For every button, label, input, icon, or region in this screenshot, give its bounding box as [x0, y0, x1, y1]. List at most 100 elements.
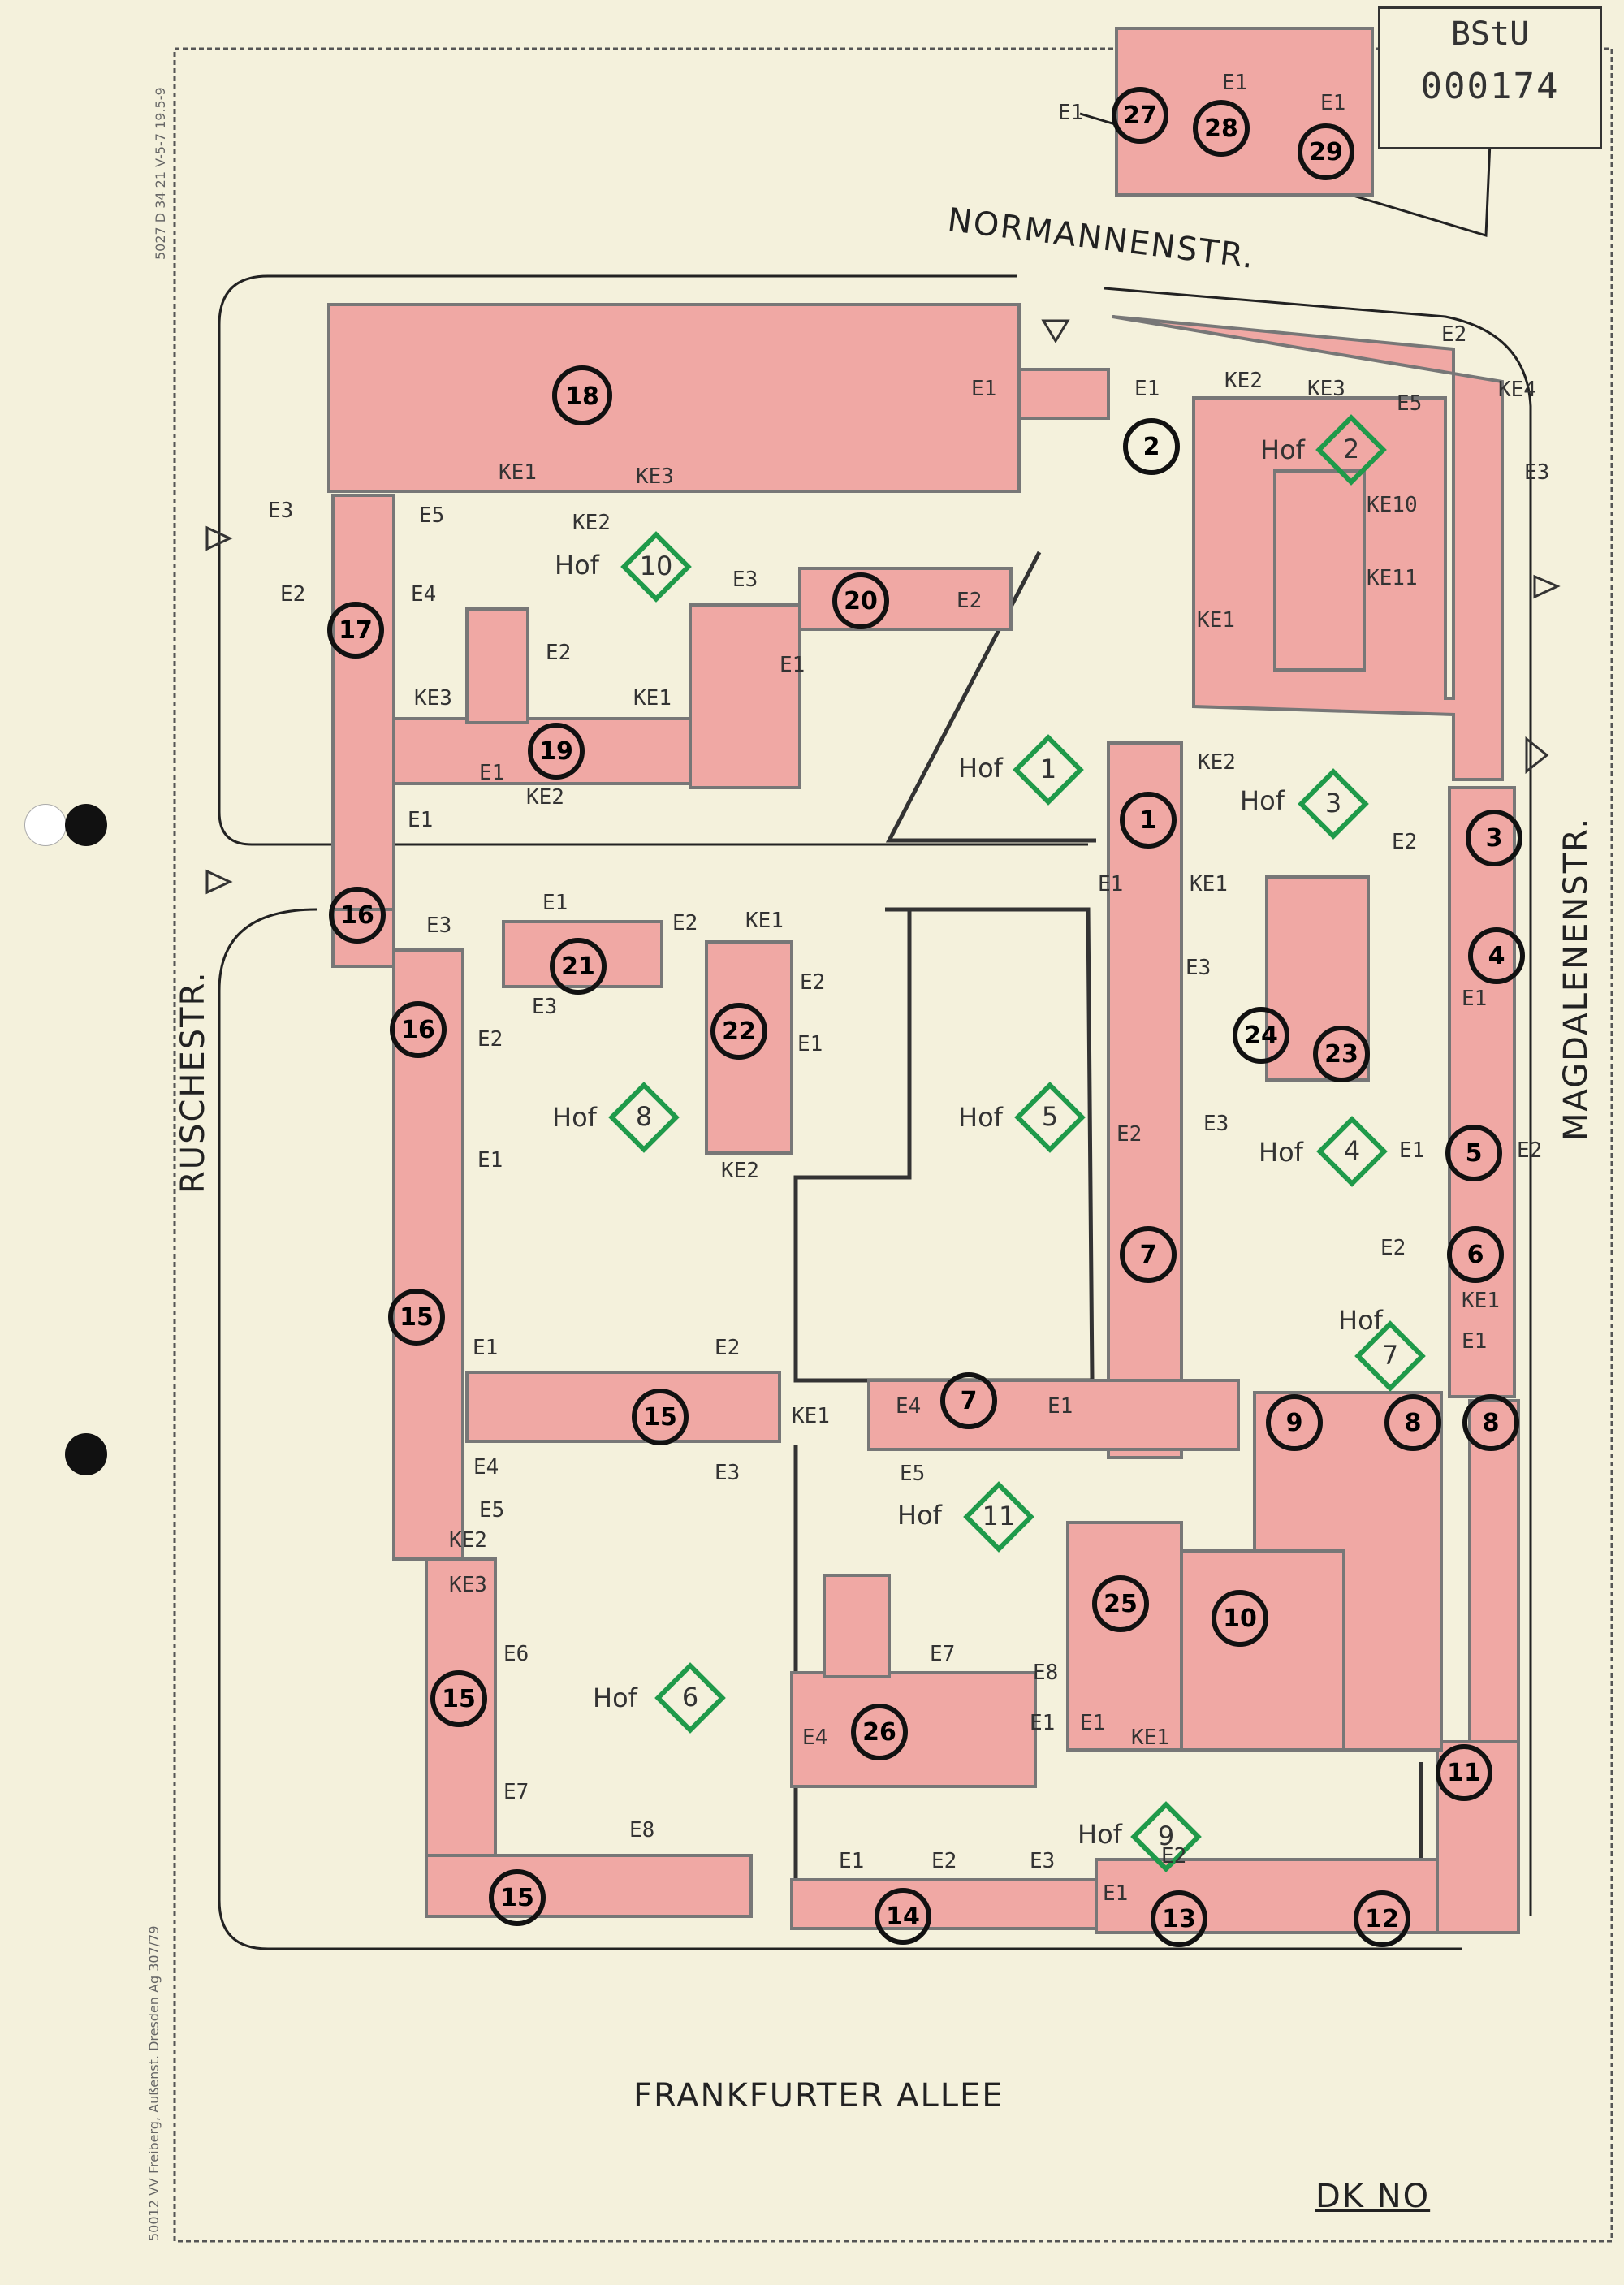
entrance-e1: E1	[408, 808, 433, 832]
hof-prefix: Hof	[897, 1500, 943, 1531]
entrance-e2: E2	[280, 582, 305, 607]
entrance-e1: E1	[1047, 1394, 1073, 1419]
entrance-e3: E3	[268, 499, 293, 523]
building-label-8a: 8	[1405, 1409, 1422, 1437]
entrance-e4: E4	[411, 582, 436, 607]
entrance-e2: E2	[1392, 830, 1417, 854]
building-marker-15b: 15	[632, 1389, 689, 1445]
building-marker-2: 2	[1123, 418, 1180, 475]
building-marker-25: 25	[1092, 1575, 1149, 1632]
entrance-e1: E1	[1098, 872, 1123, 896]
building-7-south	[867, 1379, 1240, 1451]
building-label-10: 10	[1223, 1605, 1257, 1633]
building-marker-17: 17	[327, 602, 384, 659]
building-label-7a: 7	[1140, 1241, 1157, 1269]
building-label-7b: 7	[961, 1387, 978, 1415]
hof-number-11: 11	[983, 1501, 1016, 1531]
entrance-ke3: KE3	[636, 464, 674, 489]
building-label-2: 2	[1143, 433, 1160, 461]
building-marker-10: 10	[1212, 1590, 1268, 1647]
entrance-e1: E1	[542, 891, 568, 915]
stamp-agency: BStU	[1450, 15, 1530, 53]
hof-number-10: 10	[640, 551, 673, 581]
hof-number-8: 8	[636, 1101, 652, 1132]
entrance-e1: E1	[1399, 1138, 1424, 1163]
hof-marker-10: Hof 10	[555, 531, 692, 603]
building-marker-20: 20	[832, 572, 889, 629]
street-magdalenenstr: MAGDALENENSTR.	[1557, 816, 1595, 1141]
entrance-ke11: KE11	[1367, 566, 1418, 590]
building-label-26: 26	[862, 1718, 896, 1747]
building-10	[1180, 1549, 1345, 1752]
building-label-15a: 15	[400, 1303, 434, 1332]
entrance-e3: E3	[1030, 1849, 1055, 1873]
hof-prefix: Hof	[555, 550, 600, 581]
hof-marker-11: Hof 11	[897, 1481, 1034, 1553]
entrance-ke1: KE1	[1131, 1726, 1169, 1750]
building-marker-28: 28	[1193, 100, 1250, 157]
entrance-e1: E1	[1080, 1711, 1105, 1735]
entrance-ke3: KE3	[449, 1573, 487, 1597]
street-ruschestr: RUSCHESTR.	[175, 970, 212, 1194]
hof-prefix: Hof	[1240, 785, 1285, 816]
building-label-11: 11	[1447, 1759, 1481, 1787]
entrance-e7: E7	[930, 1642, 955, 1666]
building-marker-5: 5	[1445, 1125, 1502, 1181]
building-marker-7a: 7	[1120, 1226, 1177, 1283]
building-15-south	[465, 1371, 781, 1443]
entrance-e3: E3	[426, 914, 451, 938]
building-number-markers: 18 27 28 29 2 17 20 19 1 3 16 21 4 16 22…	[327, 87, 1525, 1947]
gate-markers	[205, 319, 1561, 895]
entrance-e5: E5	[900, 1462, 925, 1486]
entrance-e8: E8	[629, 1818, 654, 1842]
entrance-ke1: KE1	[499, 460, 537, 485]
entrance-ke10: KE10	[1367, 493, 1418, 517]
building-label-5: 5	[1466, 1139, 1483, 1168]
entrance-e1: E1	[1103, 1881, 1128, 1906]
building-label-27: 27	[1123, 102, 1157, 130]
building-label-17: 17	[339, 616, 373, 645]
building-marker-26: 26	[851, 1704, 908, 1760]
building-1-7	[1107, 741, 1183, 1459]
entrance-e3: E3	[1186, 956, 1211, 980]
entrance-ke1: KE1	[633, 686, 672, 711]
building-marker-16a: 16	[329, 887, 386, 944]
building-label-24: 24	[1244, 1022, 1278, 1050]
building-label-13: 13	[1162, 1905, 1196, 1933]
entrance-e1: E1	[1030, 1711, 1055, 1735]
building-label-3: 3	[1486, 824, 1503, 853]
hof-prefix: Hof	[1260, 434, 1306, 465]
building-26-wing	[823, 1574, 891, 1678]
hof-number-1: 1	[1040, 754, 1056, 784]
building-marker-13: 13	[1151, 1890, 1207, 1947]
entrance-e4: E4	[473, 1455, 499, 1479]
entrance-e1: E1	[1462, 987, 1487, 1011]
entrance-labels: E1 E1 E1 E1 E1 KE2 KE3 E5 KE4 E2 E3 KE10…	[268, 71, 1549, 1906]
building-marker-15a: 15	[388, 1289, 445, 1346]
entrance-e1: E1	[971, 377, 996, 401]
hof-prefix: Hof	[593, 1682, 638, 1713]
page-frame	[173, 47, 1613, 2243]
entrance-e1: E1	[473, 1336, 498, 1360]
building-25	[1066, 1521, 1183, 1752]
entrance-e2: E2	[957, 589, 982, 613]
entrance-e2: E2	[1116, 1122, 1142, 1147]
building-label-19: 19	[539, 737, 573, 766]
entrance-e2: E2	[546, 641, 571, 665]
entrance-e2: E2	[931, 1849, 957, 1873]
building-26	[790, 1671, 1037, 1788]
building-marker-8b: 8	[1462, 1394, 1519, 1451]
building-marker-12: 12	[1354, 1890, 1410, 1947]
building-20-wing	[689, 603, 801, 789]
entrance-ke3: KE3	[1307, 377, 1345, 401]
building-label-29: 29	[1309, 138, 1343, 166]
entrance-e1: E1	[479, 761, 504, 785]
entrance-ke2: KE2	[1198, 750, 1236, 775]
hof-number-4: 4	[1344, 1135, 1360, 1166]
building-marker-14: 14	[875, 1888, 931, 1945]
